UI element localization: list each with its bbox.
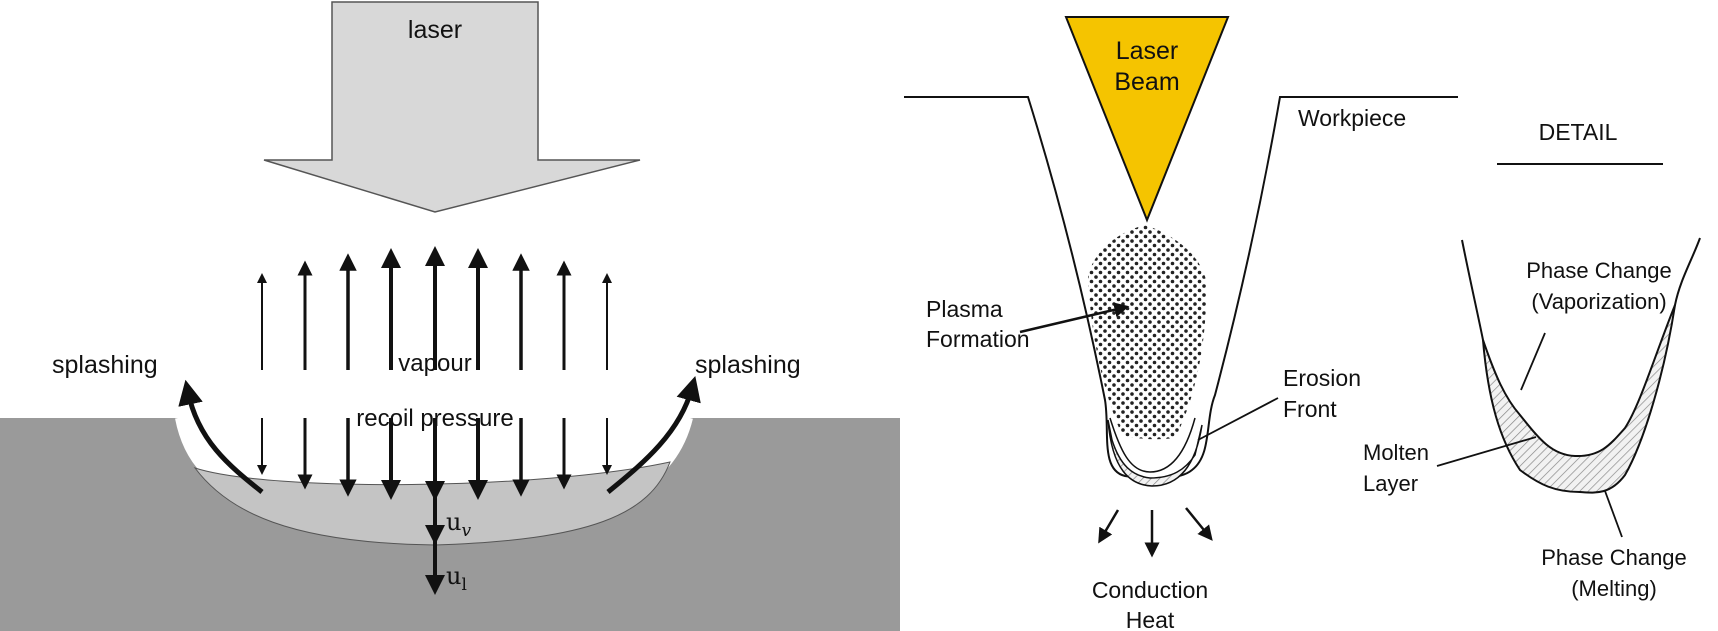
plasma-region — [1088, 225, 1207, 440]
workpiece-label: Workpiece — [1298, 105, 1406, 131]
laser-arrow — [263, 1, 641, 213]
molten-leader — [1436, 436, 1537, 467]
conduction-label-1: Conduction — [1092, 577, 1208, 603]
laser-label: laser — [408, 16, 462, 44]
plasma-arrow — [1019, 302, 1130, 334]
vapour-arrows — [257, 246, 612, 370]
erosion-label-1: Erosion — [1283, 365, 1361, 391]
phase-melting-leader — [1604, 490, 1623, 538]
vapour-label: vapour — [398, 350, 471, 377]
splashing-left-label: splashing — [52, 351, 158, 379]
plasma-label-2: Formation — [926, 326, 1030, 352]
phase-vaporization-leader — [1520, 332, 1546, 391]
laser-beam-label-2: Beam — [1114, 68, 1179, 96]
splash-arrow-left — [178, 379, 264, 494]
u-l-label: ul — [446, 562, 467, 595]
phase-vaporization-label-1: Phase Change — [1526, 258, 1672, 283]
recoil-pressure-label: recoil pressure — [356, 405, 513, 432]
erosion-leader — [1197, 397, 1279, 441]
u-v-label: uv — [446, 508, 471, 541]
melt-pool — [193, 461, 671, 546]
left-diagram: laser uv ul — [0, 1, 900, 631]
phase-melting-label-1: Phase Change — [1541, 545, 1687, 570]
detail-inner-edge — [1482, 304, 1676, 458]
erosion-front — [1107, 419, 1203, 487]
laser-beam — [1064, 16, 1230, 223]
conduction-arrow-right — [1185, 507, 1213, 541]
phase-vaporization-label-2: (Vaporization) — [1531, 289, 1666, 314]
recoil-arrows — [257, 418, 612, 501]
molten-label-1: Molten — [1363, 440, 1429, 465]
right-diagram: Laser Beam Workpiece Plasma Formation Er… — [904, 16, 1701, 631]
detail-outer-edge — [1461, 237, 1701, 494]
laser-beam-label-1: Laser — [1116, 37, 1179, 65]
conduction-label-2: Heat — [1126, 607, 1175, 631]
plasma-label-1: Plasma — [926, 296, 1003, 322]
conduction-arrow-left — [1098, 509, 1120, 544]
phase-melting-label-2: (Melting) — [1571, 576, 1657, 601]
splash-arrow-right — [606, 375, 701, 494]
erosion-label-2: Front — [1283, 396, 1337, 422]
splashing-right-label: splashing — [695, 351, 801, 379]
erosion-inner — [1109, 417, 1196, 473]
detail-molten-layer — [1483, 305, 1675, 493]
molten-label-2: Layer — [1363, 471, 1418, 496]
detail-label: DETAIL — [1539, 119, 1618, 145]
